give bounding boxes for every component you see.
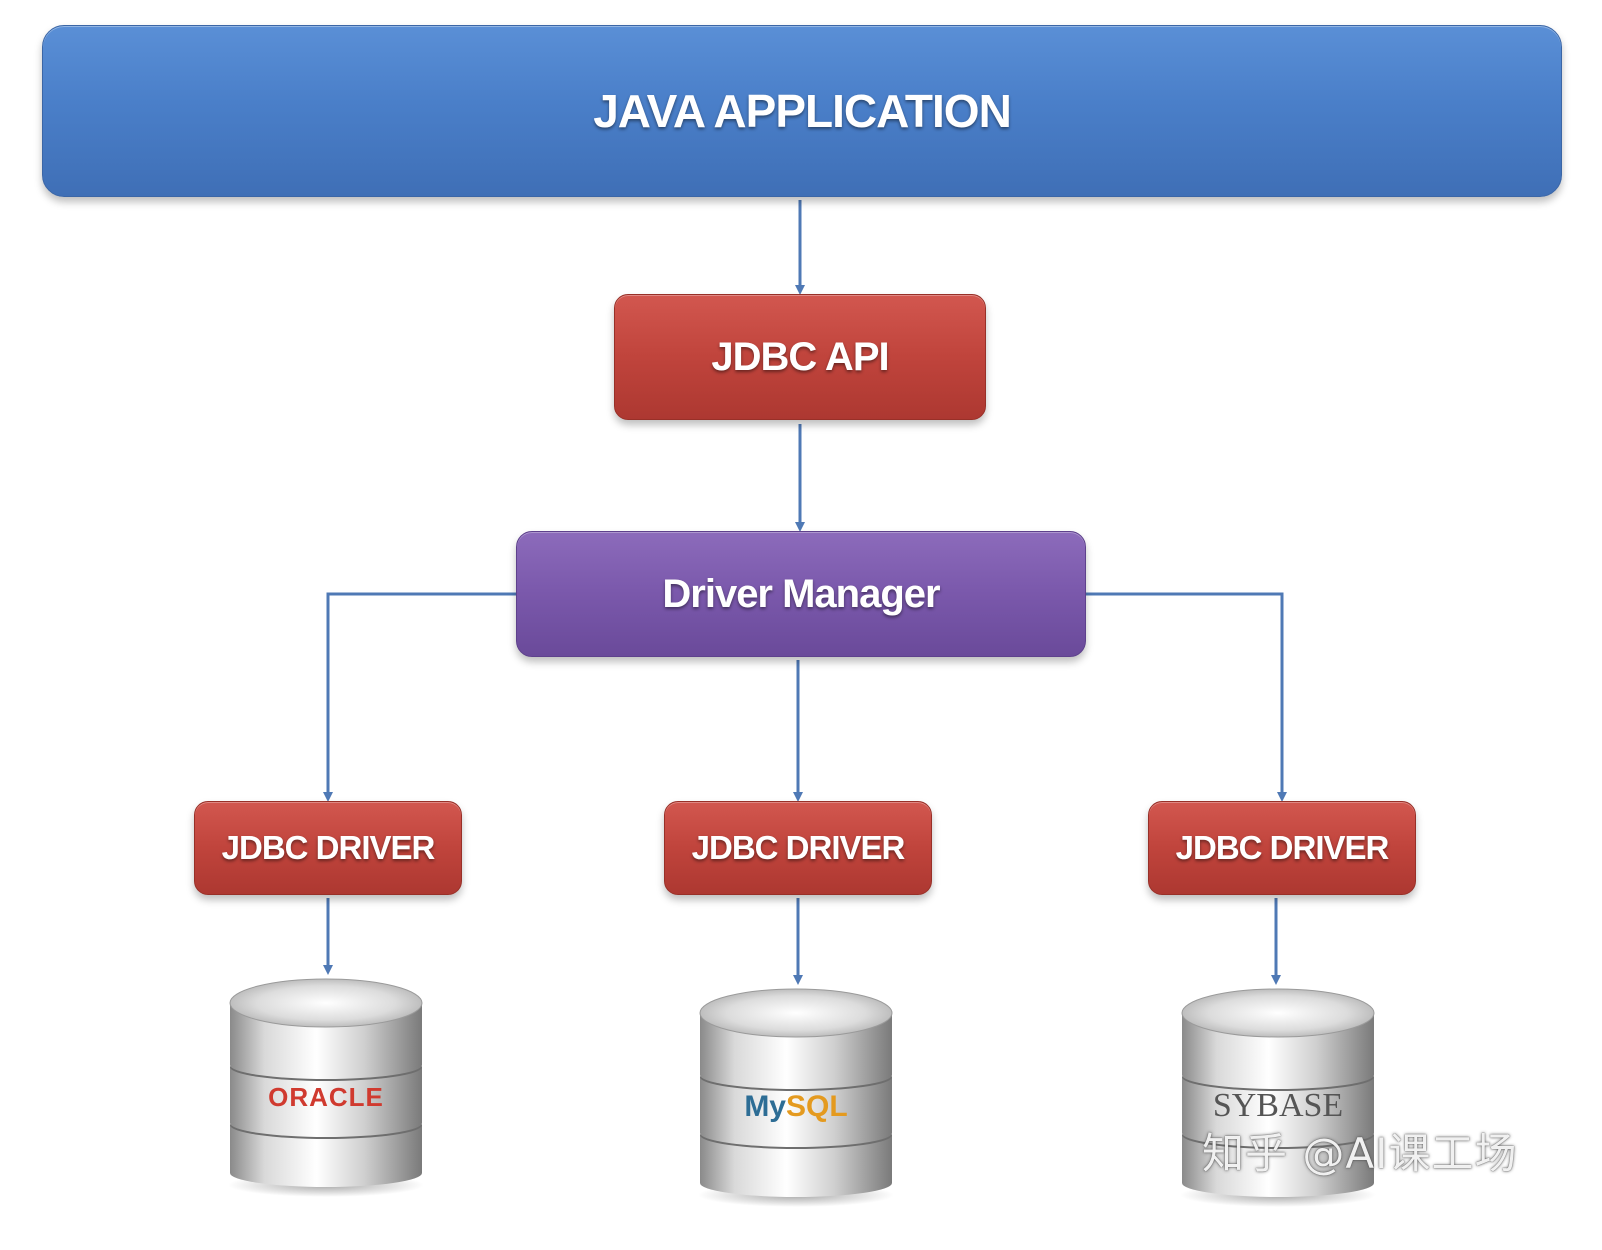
arrow-manager-to-driver-1 [323, 592, 516, 802]
driver-manager-label: Driver Manager [662, 571, 940, 616]
mysql-logo-my: My [744, 1090, 786, 1123]
jdbc-driver-label: JDBC DRIVER [221, 829, 436, 866]
java-application-box: JAVA APPLICATION [42, 25, 1562, 197]
oracle-logo: ORACLE [268, 1082, 384, 1112]
arrow-manager-to-driver-3 [1086, 592, 1287, 802]
driver-manager-box: Driver Manager [516, 531, 1086, 657]
jdbc-driver-label: JDBC DRIVER [1175, 829, 1390, 866]
sybase-database-icon: SYBASE [1180, 988, 1376, 1207]
jdbc-api-box: JDBC API [614, 294, 986, 420]
watermark: 知乎 @AI课工场 [1202, 1129, 1518, 1178]
mysql-logo-sql: SQL [786, 1090, 848, 1123]
sybase-logo: SYBASE [1213, 1087, 1343, 1124]
jdbc-driver-label: JDBC DRIVER [691, 829, 906, 866]
jdbc-driver-box-2: JDBC DRIVER [664, 801, 932, 895]
oracle-database-icon: ORACLE [228, 978, 424, 1197]
mysql-database-icon: MySQL [698, 988, 894, 1207]
jdbc-driver-box-1: JDBC DRIVER [194, 801, 462, 895]
jdbc-driver-box-3: JDBC DRIVER [1148, 801, 1416, 895]
mysql-logo: MySQL [744, 1090, 847, 1123]
java-application-label: JAVA APPLICATION [593, 85, 1012, 137]
jdbc-api-label: JDBC API [711, 334, 889, 379]
